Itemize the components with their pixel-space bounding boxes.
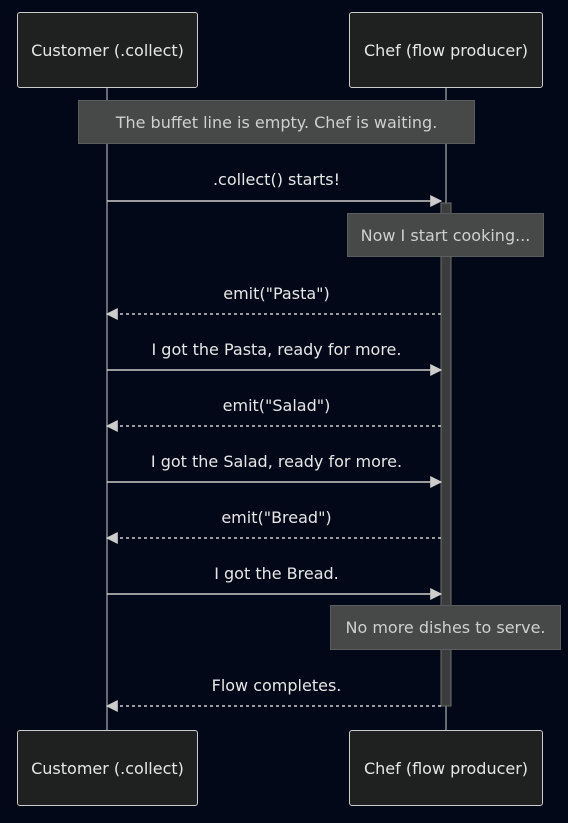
message-label: I got the Pasta, ready for more.	[151, 340, 402, 359]
message-label: Flow completes.	[211, 676, 342, 695]
message-label: I got the Salad, ready for more.	[150, 452, 403, 471]
actor-customer-bottom: Customer (.collect)	[17, 730, 198, 806]
message-label: emit("Pasta")	[223, 284, 330, 303]
actor-customer-top: Customer (.collect)	[17, 12, 198, 88]
message-label: .collect() starts!	[212, 170, 341, 189]
actor-chef-bottom: Chef (flow producer)	[349, 730, 543, 806]
note-waiting: The buffet line is empty. Chef is waitin…	[78, 100, 475, 144]
note-done: No more dishes to serve.	[330, 605, 561, 650]
note-cooking: Now I start cooking...	[347, 213, 544, 257]
message-label: emit("Bread")	[221, 508, 332, 527]
chef-activation-bar	[440, 202, 452, 707]
message-label: I got the Bread.	[214, 564, 339, 583]
actor-chef-top: Chef (flow producer)	[349, 12, 543, 88]
message-label: emit("Salad")	[222, 396, 331, 415]
